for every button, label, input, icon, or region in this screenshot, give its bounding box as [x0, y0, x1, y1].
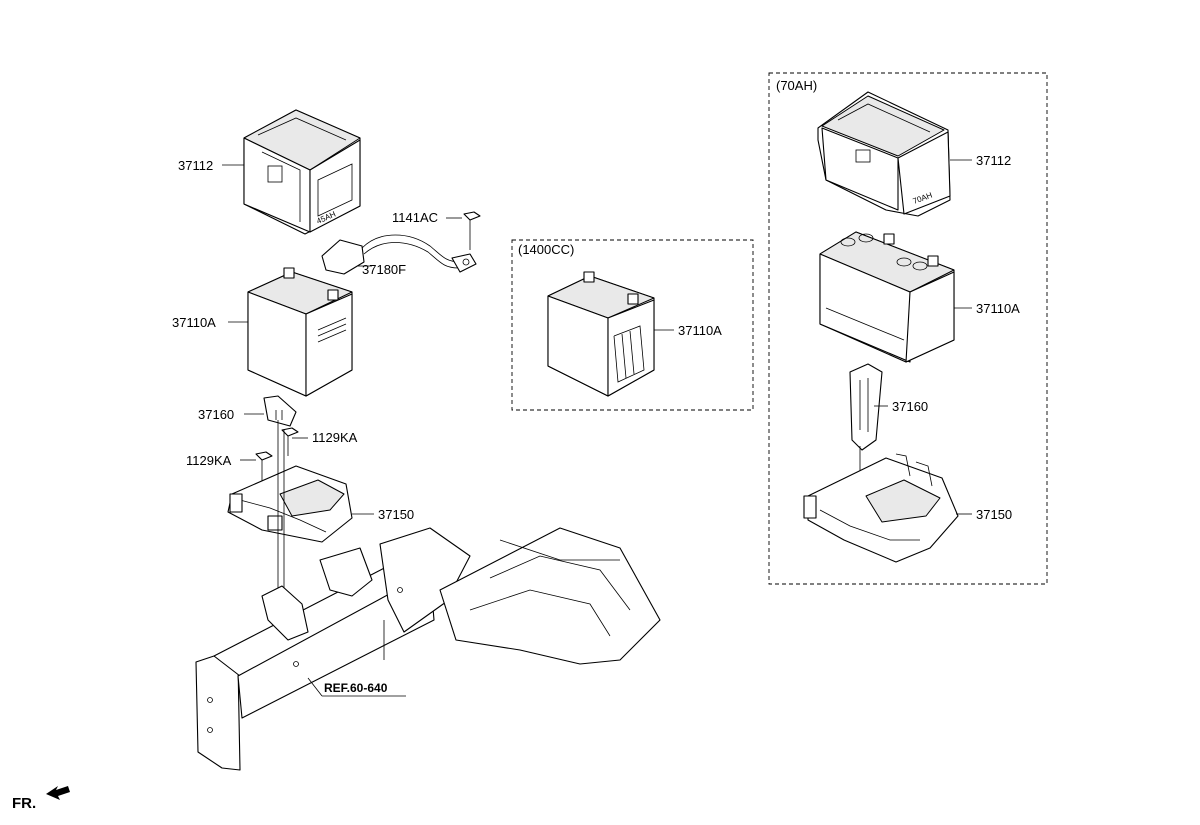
variant-70ah-battery-label: 37110A	[976, 301, 1020, 316]
label-bolt-top: 1141AC	[392, 210, 438, 225]
label-cable: 37180F	[362, 262, 406, 277]
variant-70ah-tray-label: 37112	[976, 153, 1011, 168]
arrow-left-icon	[46, 786, 70, 800]
label-battery-left: 37110A	[172, 315, 216, 330]
front-direction-label: FR.	[12, 795, 36, 812]
label-bolt-right: 1129KA	[312, 430, 358, 445]
variant-70ah-bracket-label: 37150	[976, 507, 1012, 522]
battery-70ah	[819, 231, 955, 363]
label-clamp-left: 37160	[198, 407, 234, 422]
bolt-1141ac	[463, 211, 481, 250]
bracket-70ah	[803, 453, 959, 563]
bolt-1129ka-right	[281, 427, 299, 456]
variant-70ah-title: (70AH)	[776, 78, 817, 93]
variant-box-1400cc	[511, 239, 754, 411]
bracket-left	[227, 465, 353, 543]
vehicle-frame	[195, 527, 661, 771]
clamp-70ah	[849, 363, 883, 451]
variant-1400cc-title: (1400CC)	[518, 242, 574, 257]
label-bolt-left: 1129KA	[186, 453, 232, 468]
variant-70ah-clamp-label: 37160	[892, 399, 928, 414]
battery-left	[247, 267, 353, 397]
label-bracket-left: 37150	[378, 507, 414, 522]
clamp-left	[263, 395, 297, 427]
variant-box-70ah	[768, 72, 1048, 585]
variant-1400cc-battery-label: 37110A	[678, 323, 722, 338]
ref-leader	[307, 677, 323, 697]
label-tray-left: 37112	[178, 158, 213, 173]
battery-cable	[321, 234, 477, 275]
battery-tray-70ah: 70AH	[817, 91, 951, 217]
battery-tray-left: 45AH	[243, 109, 361, 235]
battery-1400cc	[547, 271, 655, 397]
ref-label: REF.60-640	[324, 681, 388, 695]
